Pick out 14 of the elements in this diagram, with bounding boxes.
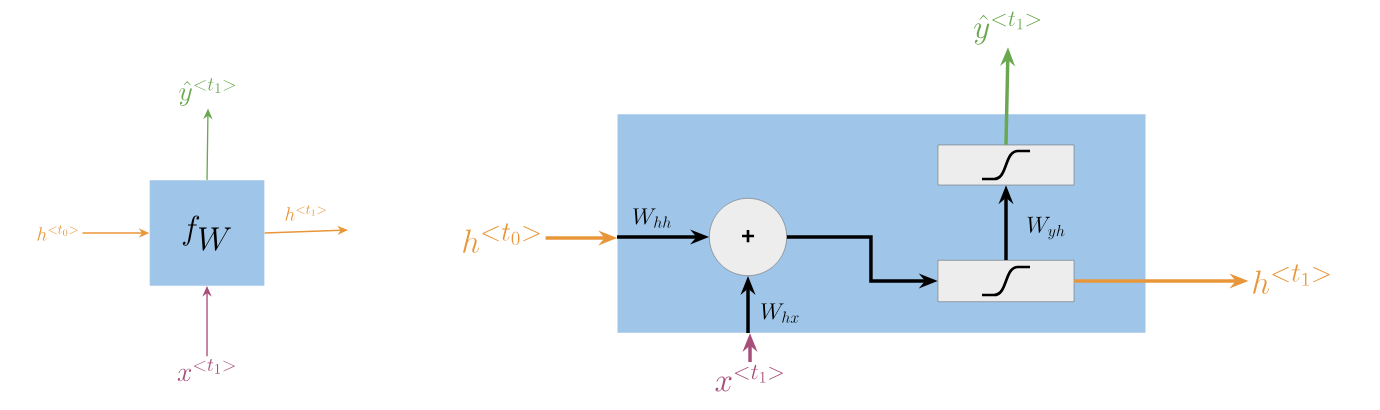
output-label: $\hat{y}^{<t_1>}$: [179, 78, 236, 106]
activation-box: [937, 144, 1075, 186]
input-label: $h^{<t_0>}$: [37, 225, 78, 241]
input-label: $x^{<t_1>}$: [715, 364, 783, 392]
edge-label: $W_{yh}$: [1025, 215, 1067, 241]
edge-label: $W_{hx}$: [758, 302, 802, 324]
output-label: $\hat{y}^{<t_1>}$: [974, 11, 1041, 45]
input-label: $x^{<t_1>}$: [177, 358, 235, 382]
input-label: $h^{<t_0>}$: [463, 223, 540, 253]
activation-box: [937, 260, 1075, 302]
edge-label: $W_{hh}$: [630, 207, 674, 229]
edge-label: $h^{<t_1>}$: [283, 204, 329, 222]
output-label: $h^{<t_1>}$: [1253, 264, 1330, 294]
function-box: $f_W$: [149, 180, 265, 286]
